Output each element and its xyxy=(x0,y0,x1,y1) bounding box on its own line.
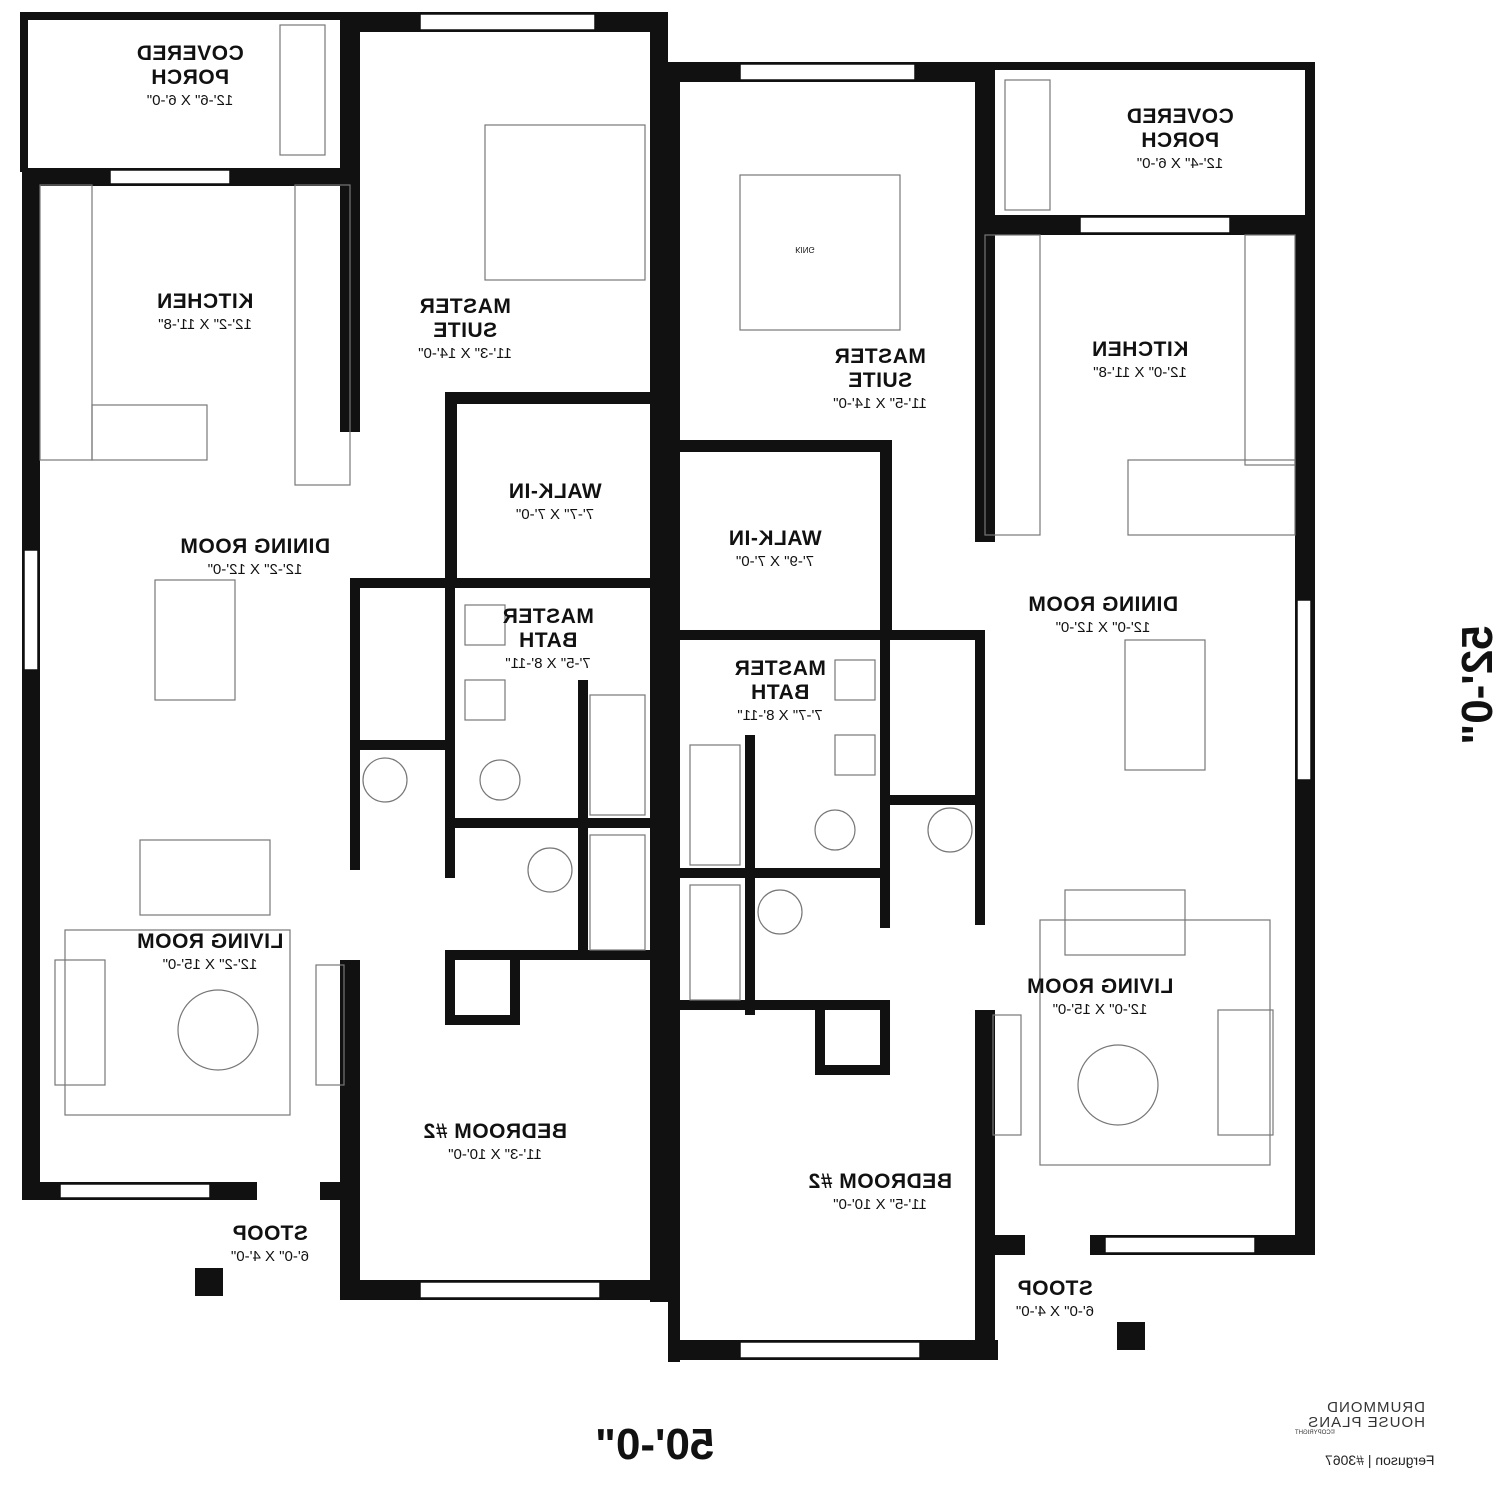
room-dimension: 7'-7" X 7'-0" xyxy=(515,506,595,524)
room-dimension: 11'-3" X 14'-0" xyxy=(418,345,512,363)
room-dimension: 6'-0" X 4'-0" xyxy=(1015,1303,1095,1321)
room-label-master-bath-right: MASTER BATH 7'-7" X 8'-11" xyxy=(720,657,840,725)
room-name-line2: BATH xyxy=(518,629,578,653)
room-dimension: 11'-3" X 10'-0" xyxy=(448,1146,542,1164)
room-name: BEDROOM #2 xyxy=(423,1120,567,1143)
room-dimension: 7'-9" X 7'-0" xyxy=(735,553,815,571)
overall-width-dimension: 50'-0" xyxy=(595,1420,715,1469)
brand-line1: DRUMMOND xyxy=(1326,1399,1425,1416)
room-dimension: 12'-2" X 11'-8" xyxy=(158,316,252,334)
room-label-dining-right: DINING ROOM 12'-0" X 12'-0" xyxy=(1008,593,1198,636)
plan-credit: Ferguson | #3067 xyxy=(1325,1452,1435,1468)
room-name: KITCHEN xyxy=(1091,338,1189,361)
room-label-stoop-right: STOOP 6'-0" X 4'-0" xyxy=(1000,1277,1110,1320)
room-name: DINING ROOM xyxy=(179,535,331,558)
room-name-line2: SUITE xyxy=(432,319,498,343)
room-name-line1: MASTER xyxy=(502,605,594,628)
room-name-line1: MASTER xyxy=(834,345,926,368)
room-dimension: 6'-0" X 4'-0" xyxy=(230,1248,310,1266)
room-name-line2: BATH xyxy=(750,681,810,705)
room-name-line1: COVERED xyxy=(136,42,244,65)
windows xyxy=(23,13,1312,1359)
room-dimension: 12'-2" X 15'-0" xyxy=(162,956,258,974)
room-label-bedroom2-right: BEDROOM #2 11'-5" X 10'-0" xyxy=(785,1170,975,1213)
room-label-bedroom2-left: BEDROOM #2 11'-3" X 10'-0" xyxy=(400,1120,590,1163)
bed-size-label: KING xyxy=(795,245,815,255)
room-name: DINING ROOM xyxy=(1027,593,1179,616)
room-label-kitchen-right: KITCHEN 12'-0" X 11'-8" xyxy=(1065,338,1215,381)
room-label-living-right: LIVING ROOM 12'-0" X 15'-0" xyxy=(1005,975,1195,1018)
room-name: BEDROOM #2 xyxy=(808,1170,952,1193)
room-name: WALK-IN xyxy=(728,527,822,550)
room-name-line2: SUITE xyxy=(847,369,913,393)
room-label-master-suite-left: MASTER SUITE 11'-3" X 14'-0" xyxy=(390,295,540,363)
room-dimension: 12'-0" X 15'-0" xyxy=(1052,1001,1148,1019)
walls xyxy=(20,12,1315,1362)
room-name-line1: MASTER xyxy=(419,295,511,318)
room-label-master-suite-right: MASTER SUITE 11'-5" X 14'-0" xyxy=(805,345,955,413)
room-name: WALK-IN xyxy=(508,480,602,503)
fixtures xyxy=(39,24,1296,1166)
room-label-dining-left: DINING ROOM 12'-2" X 12'-0" xyxy=(160,535,350,578)
brand-line2: HOUSE PLANS xyxy=(1307,1414,1425,1431)
room-label-living-left: LIVING ROOM 12'-2" X 15'-0" xyxy=(115,930,305,973)
room-dimension: 12'-0" X 12'-0" xyxy=(1055,619,1151,637)
room-name-line2: PORCH xyxy=(1140,129,1220,153)
room-dimension: 11'-5" X 10'-0" xyxy=(833,1196,927,1214)
room-label-walkin-right: WALK-IN 7'-9" X 7'-0" xyxy=(705,527,845,570)
room-label-master-bath-left: MASTER BATH 7'-5" X 8'-11" xyxy=(488,605,608,673)
room-label-walkin-left: WALK-IN 7'-7" X 7'-0" xyxy=(485,480,625,523)
room-name: STOOP xyxy=(1017,1277,1093,1300)
room-dimension: 12'-2" X 12'-0" xyxy=(207,561,303,579)
room-label-stoop-left: STOOP 6'-0" X 4'-0" xyxy=(215,1222,325,1265)
room-name-line2: PORCH xyxy=(150,66,230,90)
room-dimension: 12'-0" X 11'-8" xyxy=(1093,364,1187,382)
room-name: KITCHEN xyxy=(156,290,254,313)
room-name: LIVING ROOM xyxy=(1026,975,1174,998)
room-label-kitchen-left: KITCHEN 12'-2" X 11'-8" xyxy=(130,290,280,333)
room-dimension: 7'-7" X 8'-11" xyxy=(737,707,823,725)
brand-logo: DRUMMOND HOUSE PLANS ©COPYRIGHT xyxy=(1295,1399,1425,1436)
room-name: LIVING ROOM xyxy=(136,930,284,953)
room-dimension: 12'-4" X 6'-0" xyxy=(1136,155,1224,173)
room-label-covered-porch-right: COVERED PORCH 12'-4" X 6'-0" xyxy=(1110,105,1250,173)
room-name-line1: COVERED xyxy=(1126,105,1234,128)
room-name-line1: MASTER xyxy=(734,657,826,680)
room-dimension: 11'-5" X 14'-0" xyxy=(833,395,927,413)
room-dimension: 12'-6" X 6'-0" xyxy=(146,92,234,110)
room-dimension: 7'-5" X 8'-11" xyxy=(505,655,591,673)
room-label-covered-porch-left: COVERED PORCH 12'-6" X 6'-0" xyxy=(120,42,260,110)
overall-depth-dimension: 52'-0" xyxy=(1453,625,1500,745)
room-name: STOOP xyxy=(232,1222,308,1245)
